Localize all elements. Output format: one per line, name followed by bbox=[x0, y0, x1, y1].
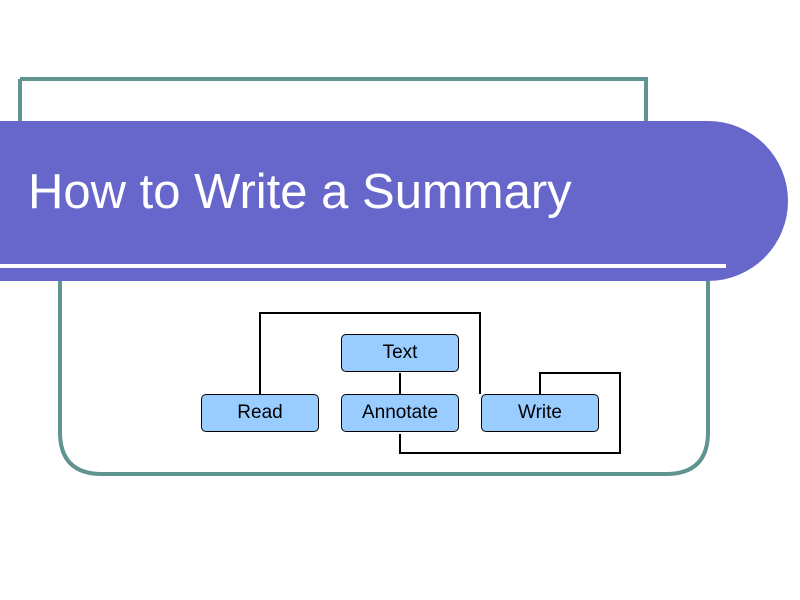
slide-title: How to Write a Summary bbox=[28, 165, 572, 219]
connector-read-to-text bbox=[259, 312, 481, 394]
node-text: Text bbox=[341, 334, 459, 372]
title-underline bbox=[0, 264, 726, 268]
connector-annotate-to-write bbox=[399, 372, 621, 454]
title-band bbox=[0, 121, 788, 281]
node-read: Read bbox=[201, 394, 319, 432]
node-write: Write bbox=[481, 394, 599, 432]
frame-border bbox=[18, 77, 710, 476]
node-annotate: Annotate bbox=[341, 394, 459, 432]
